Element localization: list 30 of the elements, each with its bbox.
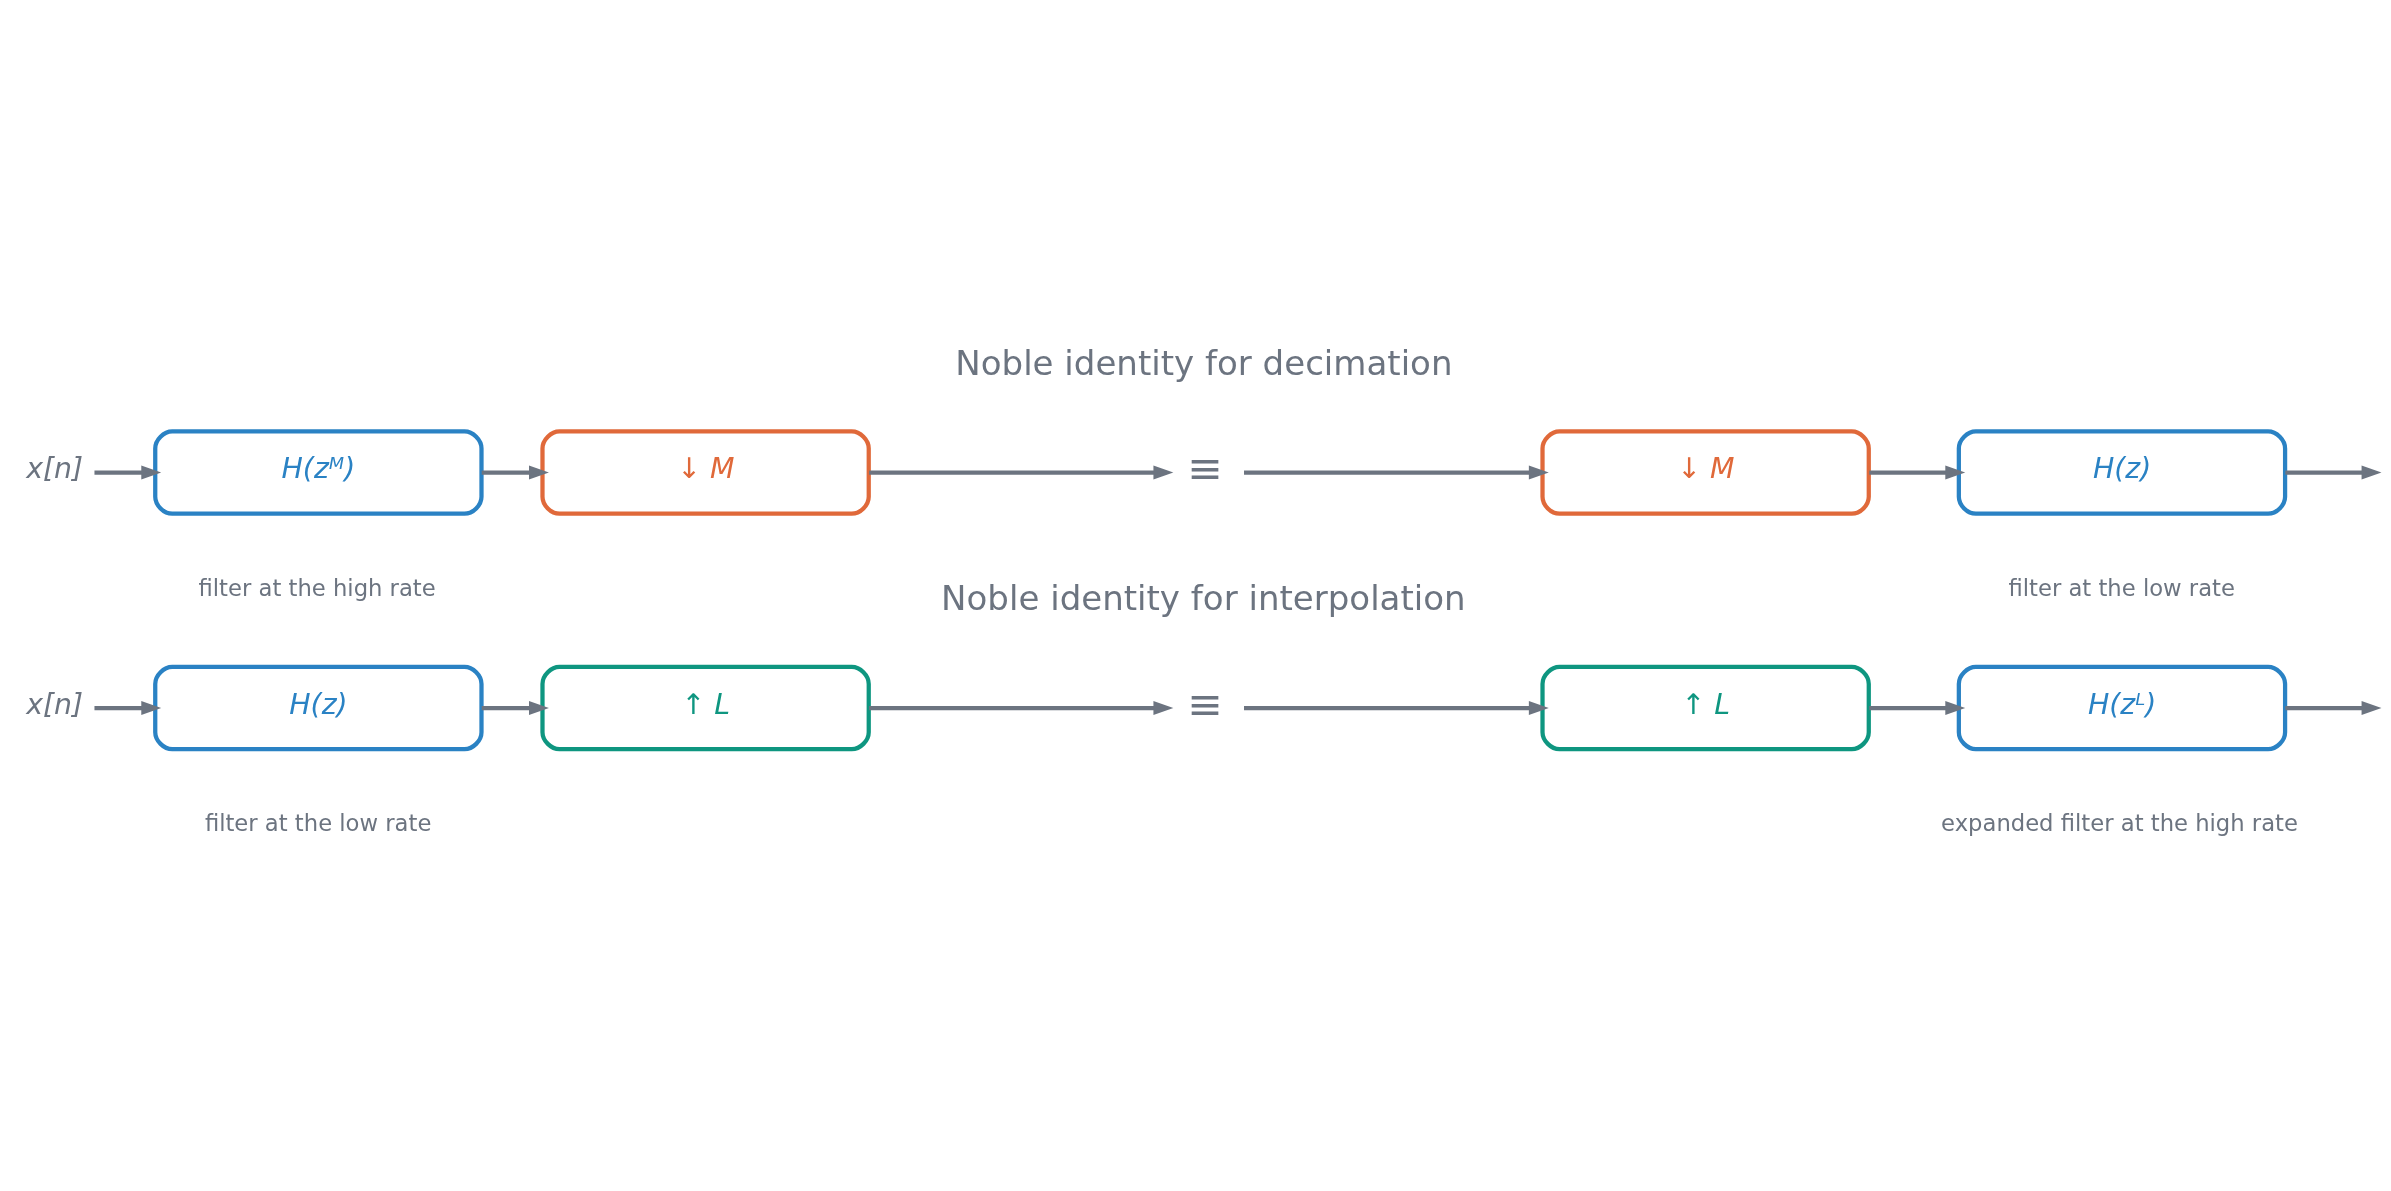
label: filter at the high rate (198, 574, 436, 601)
node-text: ≡ (1187, 679, 1223, 729)
arrow (869, 700, 1174, 715)
arrow (1869, 465, 1966, 480)
label: filter at the low rate (2008, 574, 2235, 601)
node-text: x[n] (26, 451, 84, 485)
arrow (2285, 465, 2382, 480)
arrow (94, 700, 162, 715)
node-box: H(z) (1956, 428, 2288, 516)
label: Noble identity for decimation (955, 342, 1453, 383)
node-box: ↑ L (540, 664, 871, 751)
arrow (481, 465, 549, 480)
node-box: H(zᴹ) (153, 428, 484, 516)
arrow (1869, 700, 1966, 715)
node-box: ↓ M (540, 428, 871, 516)
node-text: ≡ (1187, 443, 1223, 493)
arrow (1244, 465, 1549, 480)
arrow (94, 465, 162, 480)
node-text: x[n] (26, 687, 84, 721)
arrow (869, 465, 1174, 480)
arrow (1244, 700, 1549, 715)
label: expanded filter at the high rate (1941, 809, 2298, 836)
label: filter at the low rate (204, 809, 432, 836)
node-box: ↑ L (1540, 664, 1871, 751)
label: Noble identity for interpolation (941, 577, 1466, 618)
node-box: ↓ M (1540, 428, 1871, 516)
arrow (2285, 700, 2382, 715)
node-box: H(zᴸ) (1956, 664, 2288, 751)
arrow (481, 700, 549, 715)
node-box: H(z) (153, 664, 484, 751)
